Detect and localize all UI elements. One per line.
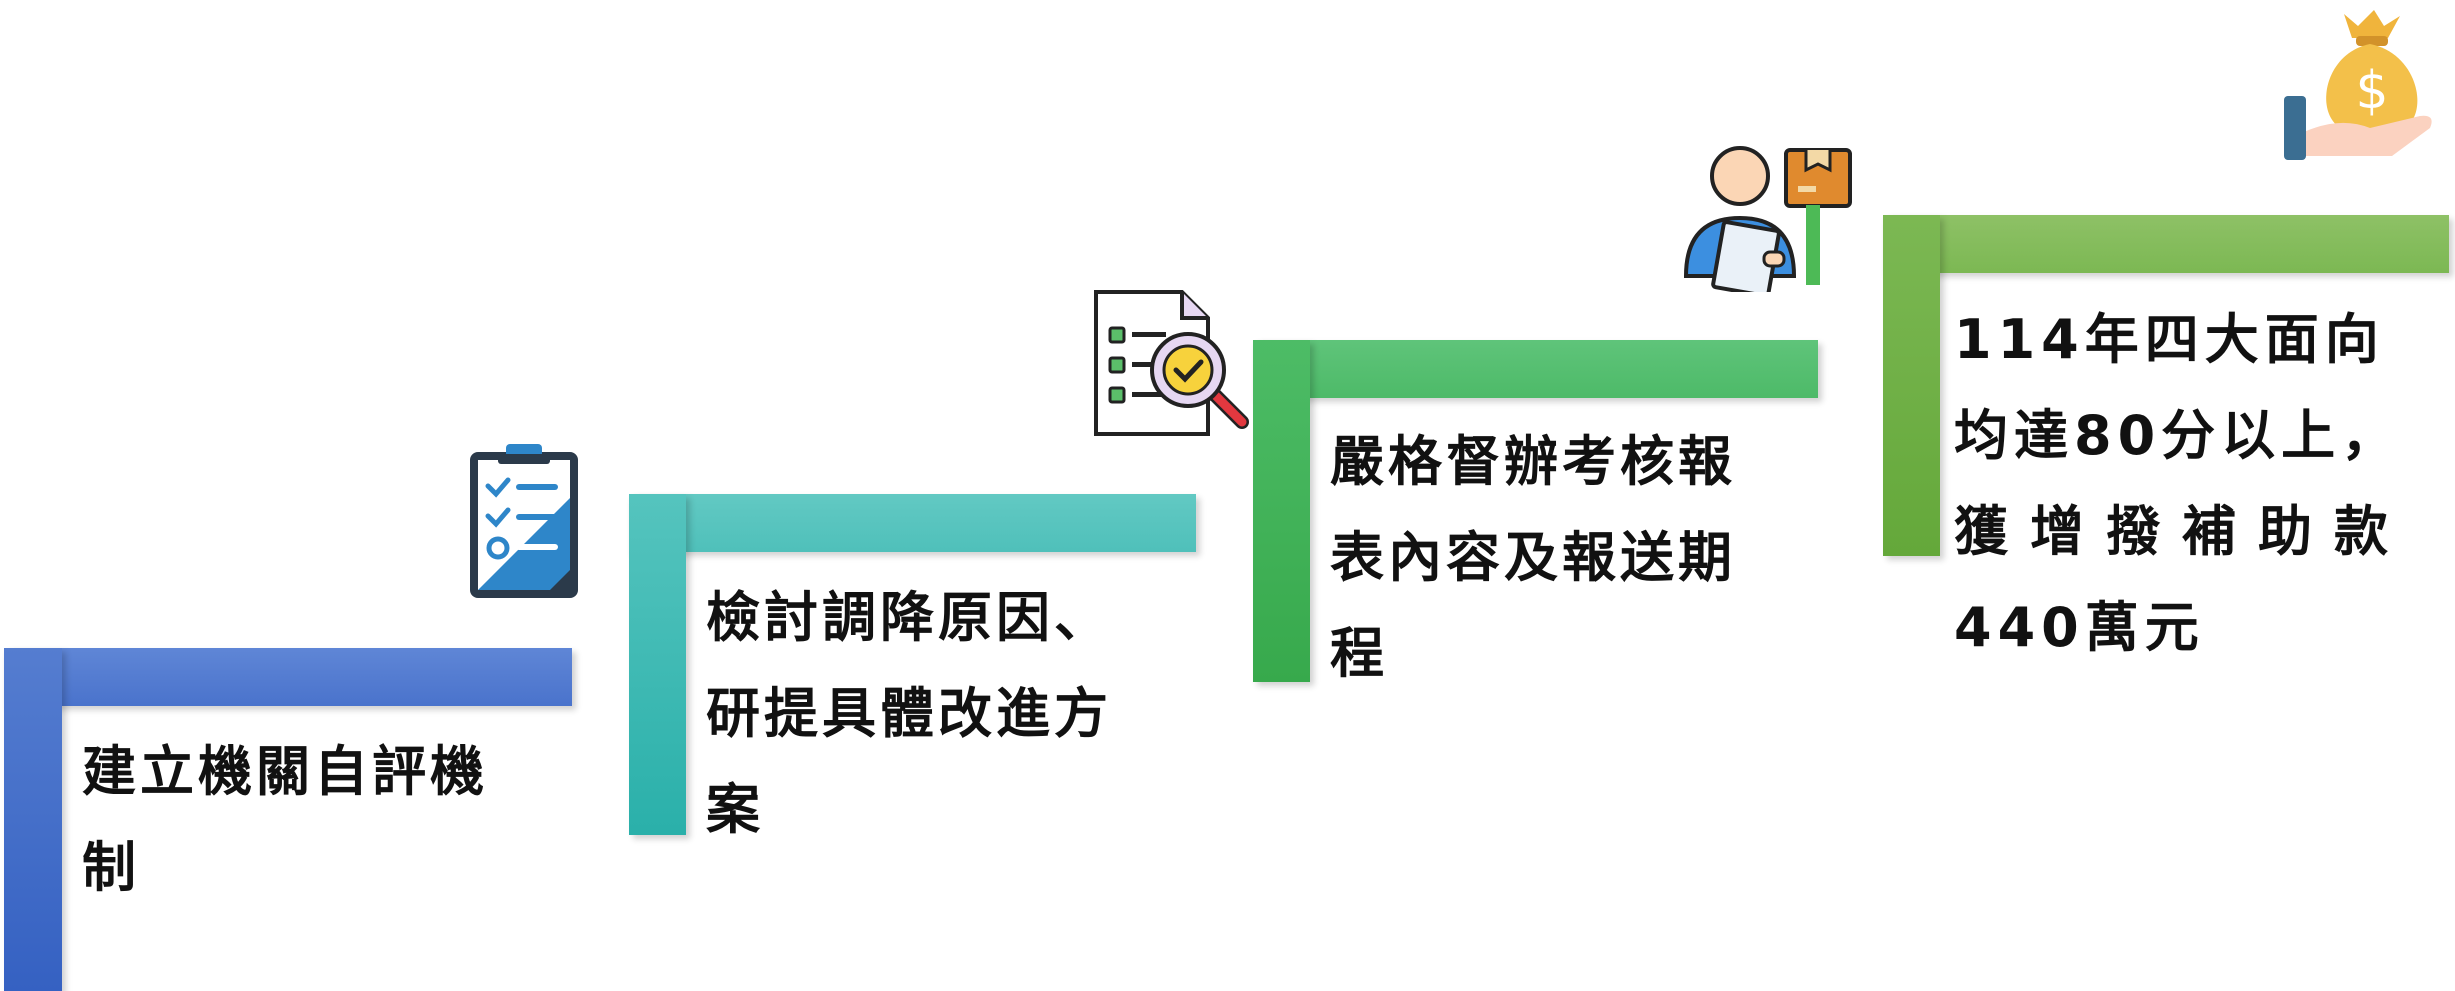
step-1-bar-horizontal <box>4 648 572 706</box>
step-2-bar-horizontal <box>629 494 1196 552</box>
step-3-connector <box>1806 205 1820 285</box>
step-4-bar-vertical <box>1883 215 1940 556</box>
step-3-line-2: 表內容及報送期 <box>1330 526 1736 589</box>
step-3-line-1: 嚴格督辦考核報 <box>1330 430 1736 493</box>
step-1-line-1: 建立機關自評機 <box>82 740 488 803</box>
step-4-line-1: 114年四大面向 <box>1954 308 2385 371</box>
clipboard-checklist-icon <box>470 444 578 598</box>
step-1-text: 建立機關自評機 制 <box>82 724 488 916</box>
step-1-line-2: 制 <box>82 836 140 899</box>
step-4-line-3: 獲增撥補助款 <box>1954 500 2410 563</box>
step-1-bar-vertical <box>4 648 62 991</box>
step-3-bar-vertical <box>1253 340 1310 682</box>
document-inspect-icon <box>1094 290 1249 436</box>
step-4-text: 114年四大面向 均達80分以上， 獲增撥補助款 440萬元 <box>1954 292 2410 676</box>
step-4-bar-horizontal <box>1883 215 2449 273</box>
step-2-text: 檢討調降原因、 研提具體改進方 案 <box>706 570 1112 858</box>
step-3-bar-horizontal <box>1253 340 1818 398</box>
step-2-line-3: 案 <box>706 778 764 841</box>
step-4-line-4: 440萬元 <box>1954 596 2205 659</box>
step-3-text: 嚴格督辦考核報 表內容及報送期 程 <box>1330 414 1736 702</box>
step-2-line-1: 檢討調降原因、 <box>706 586 1112 649</box>
step-2-line-2: 研提具體改進方 <box>706 682 1112 745</box>
step-3-line-3: 程 <box>1330 622 1388 685</box>
step-4-line-2: 均達80分以上， <box>1954 404 2402 467</box>
delivery-person-icon <box>1683 146 1852 292</box>
money-bag-hand-icon: $ <box>2284 10 2432 160</box>
step-2-bar-vertical <box>629 494 686 835</box>
svg-text:$: $ <box>2355 61 2388 121</box>
